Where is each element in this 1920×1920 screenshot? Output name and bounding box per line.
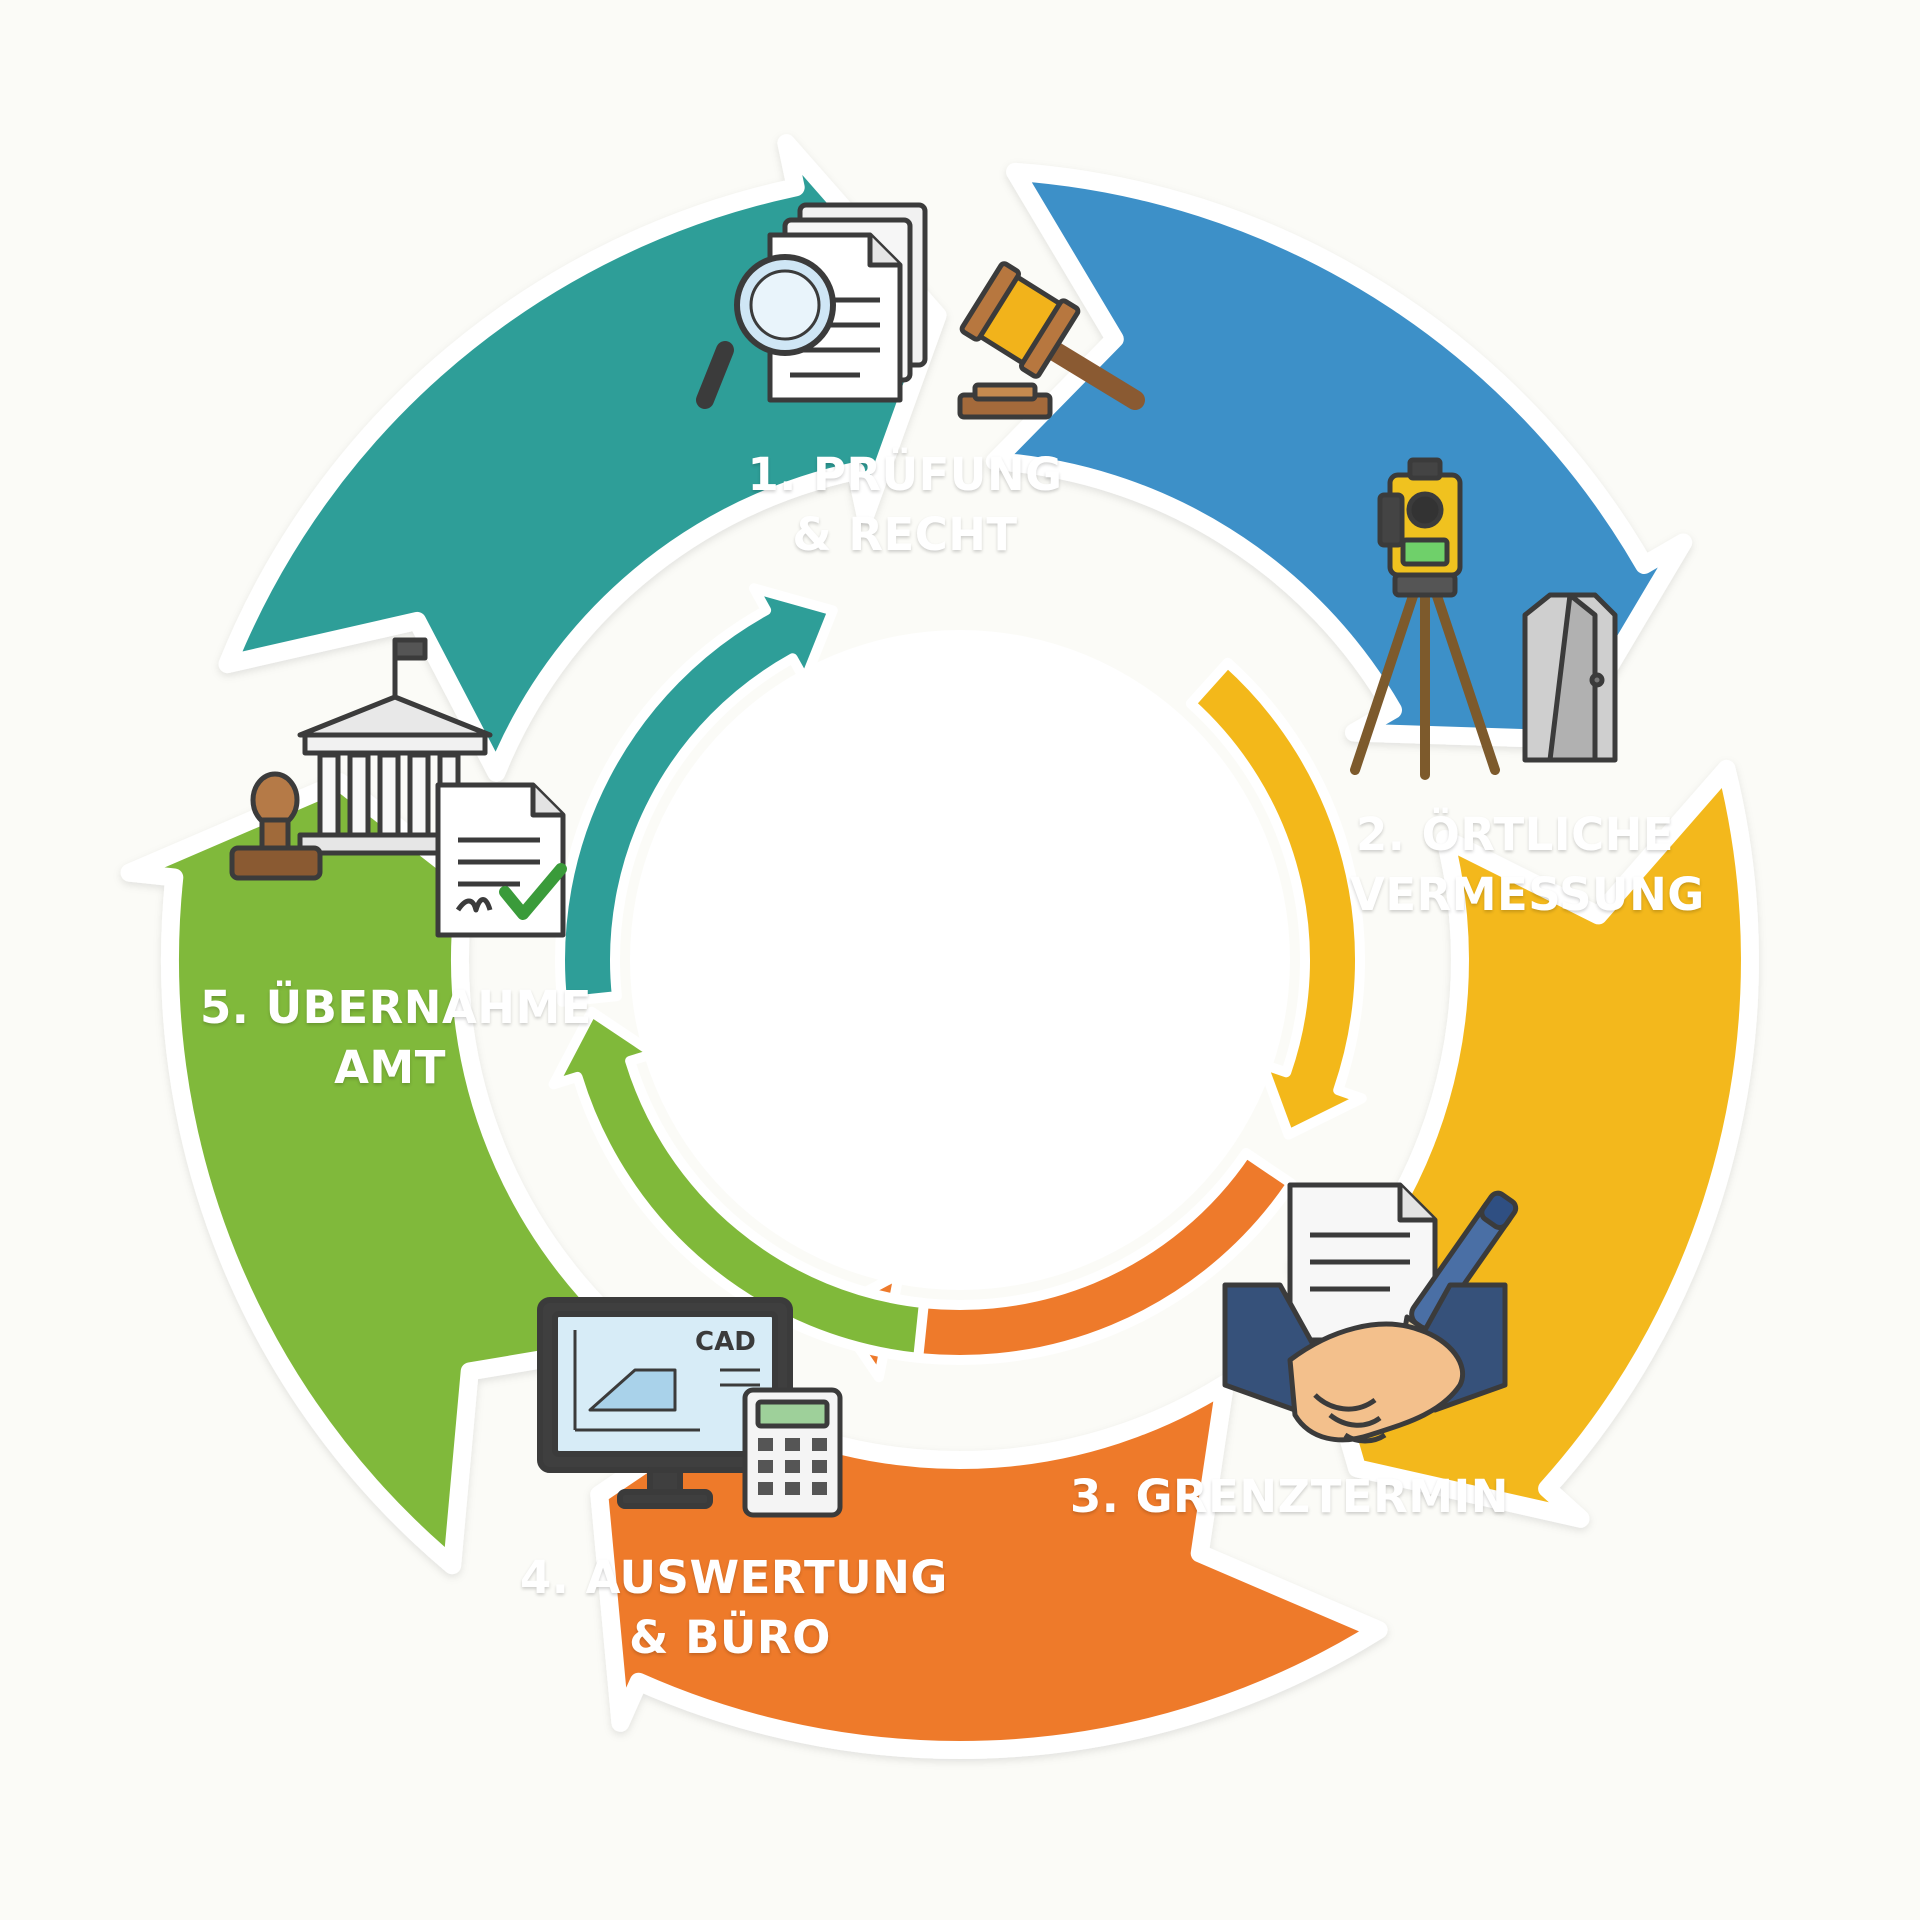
approved-document-icon [435,782,567,938]
step-label-3: 3. GRENZTERMIN [1070,1467,1509,1527]
inner-arrow-4 [555,583,838,1007]
cad-screen-text: CAD [695,1327,756,1357]
outer-ring-segments [120,134,1759,1759]
step-4-line-1: 4. AUSWERTUNG [520,1551,948,1604]
total-station-tripod-icon [1350,457,1500,780]
inner-ring-arrows [548,583,1367,1383]
step-label-4: 4. AUSWERTUNG & BÜRO [520,1548,948,1668]
step-1-line-1: 1. PRÜFUNG [747,448,1063,501]
icon-group-step-4: CAD [537,1297,843,1518]
handshake-icon [1222,1282,1508,1444]
center-circle [630,630,1290,1290]
outer-segment-1 [985,162,1693,749]
icon-group-step-3 [1222,1182,1519,1444]
step-2-line-1: 2. ÖRTLICHE [1356,808,1674,861]
step-3-line-1: 3. GRENZTERMIN [1070,1470,1509,1523]
step-5-line-2: AMT [334,1041,446,1094]
step-label-1: 1. PRÜFUNG & RECHT [745,445,1065,565]
inner-arrow-1 [1185,657,1367,1140]
computer-monitor-icon: CAD [537,1297,793,1509]
step-2-line-2: VERMESSUNG [1350,868,1705,921]
icon-group-step-2 [1350,457,1618,780]
step-label-2: 2. ÖRTLICHE VERMESSUNG [1350,805,1705,925]
step-4-line-2: & BÜRO [629,1611,831,1664]
magnifying-glass-icon [696,254,836,409]
icon-group-step-5 [229,637,567,938]
outer-segment-4 [120,773,648,1575]
icon-group-step-1 [696,202,1145,420]
step-label-5: 5. ÜBERNAHME AMT [200,978,592,1098]
calculator-icon [742,1387,843,1518]
gavel-icon [957,261,1145,420]
boundary-stone-icon [1522,592,1618,763]
stamp-icon [229,771,323,881]
step-1-line-2: & RECHT [792,508,1018,561]
step-5-line-1: 5. ÜBERNAHME [200,981,592,1034]
